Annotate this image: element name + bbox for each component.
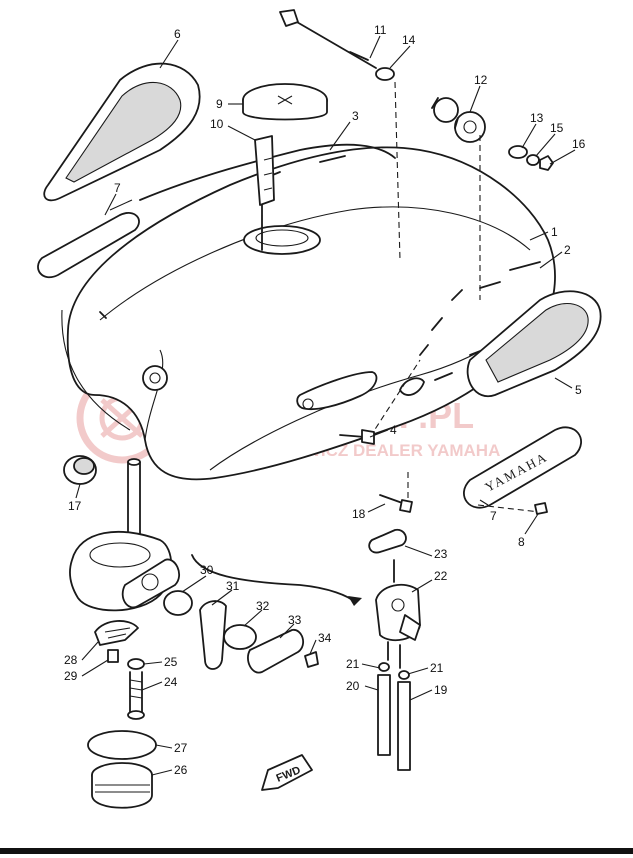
damper-rubber-17: [63, 455, 97, 485]
callout-28: 28: [64, 653, 78, 667]
knee-pad-right: [466, 290, 602, 398]
assembly-direction-arrow: [191, 554, 362, 606]
callout-2: 2: [564, 243, 571, 257]
callout-3: 3: [352, 109, 359, 123]
emblem-screw: [534, 502, 548, 515]
alignment-lines: [261, 81, 541, 513]
callout-13: 13: [530, 111, 544, 125]
tank-side-line: [61, 309, 131, 431]
filler-cap: [242, 83, 328, 121]
callout-27: 27: [174, 741, 188, 755]
callout-29: 29: [64, 669, 78, 683]
emblem-left: [37, 199, 140, 279]
callout-31: 31: [226, 579, 240, 593]
callout-34: 34: [318, 631, 332, 645]
callout-7-right: 7: [490, 509, 497, 523]
fuel-cock-parts-row: [163, 590, 319, 674]
callout-7-left: 7: [114, 181, 121, 195]
tank-rubber-band: [139, 143, 396, 201]
callout-4: 4: [390, 423, 397, 437]
callout-1: 1: [551, 225, 558, 239]
mounting-bolt-top: [279, 9, 395, 81]
callout-numbers: 1 2 3 4 5 6 7 7 8 9 10 11 12 13 14 15 16…: [64, 23, 586, 777]
callout-21-right: 21: [430, 661, 444, 675]
callout-10: 10: [210, 117, 224, 131]
spring-washer-15: [526, 154, 540, 166]
callout-6: 6: [174, 27, 181, 41]
callout-17: 17: [68, 499, 82, 513]
callout-16: 16: [572, 137, 586, 151]
callout-32: 32: [256, 599, 270, 613]
fuel-level-gauge: [254, 135, 275, 251]
callout-8: 8: [518, 535, 525, 549]
callout-30: 30: [200, 563, 214, 577]
callout-25: 25: [164, 655, 178, 669]
tank-damper-rubbers: [431, 97, 486, 143]
callout-20: 20: [346, 679, 360, 693]
callout-14: 14: [402, 33, 416, 47]
callout-12: 12: [474, 73, 488, 87]
callout-9: 9: [216, 97, 223, 111]
fuel-cock-lower-parts: [87, 620, 157, 809]
callout-33: 33: [288, 613, 302, 627]
forward-direction-indicator: FWD: [261, 754, 313, 791]
callout-21-left: 21: [346, 657, 360, 671]
fuel-cock-right: [368, 494, 421, 771]
bottom-border: [0, 848, 633, 854]
callout-26: 26: [174, 763, 188, 777]
callout-22: 22: [434, 569, 448, 583]
fuel-cock-left: [69, 458, 180, 612]
callout-15: 15: [550, 121, 564, 135]
nut-16: [539, 155, 554, 171]
emblem-right: YAMAHA: [463, 426, 582, 509]
callout-18: 18: [352, 507, 366, 521]
callout-5: 5: [575, 383, 582, 397]
knee-pad-left: [43, 62, 201, 202]
side-bolt: [339, 429, 375, 445]
callout-23: 23: [434, 547, 448, 561]
leader-lines: [75, 35, 576, 776]
washer-13: [508, 145, 528, 159]
callout-19: 19: [434, 683, 448, 697]
callout-24: 24: [164, 675, 178, 689]
callout-11: 11: [374, 23, 387, 37]
